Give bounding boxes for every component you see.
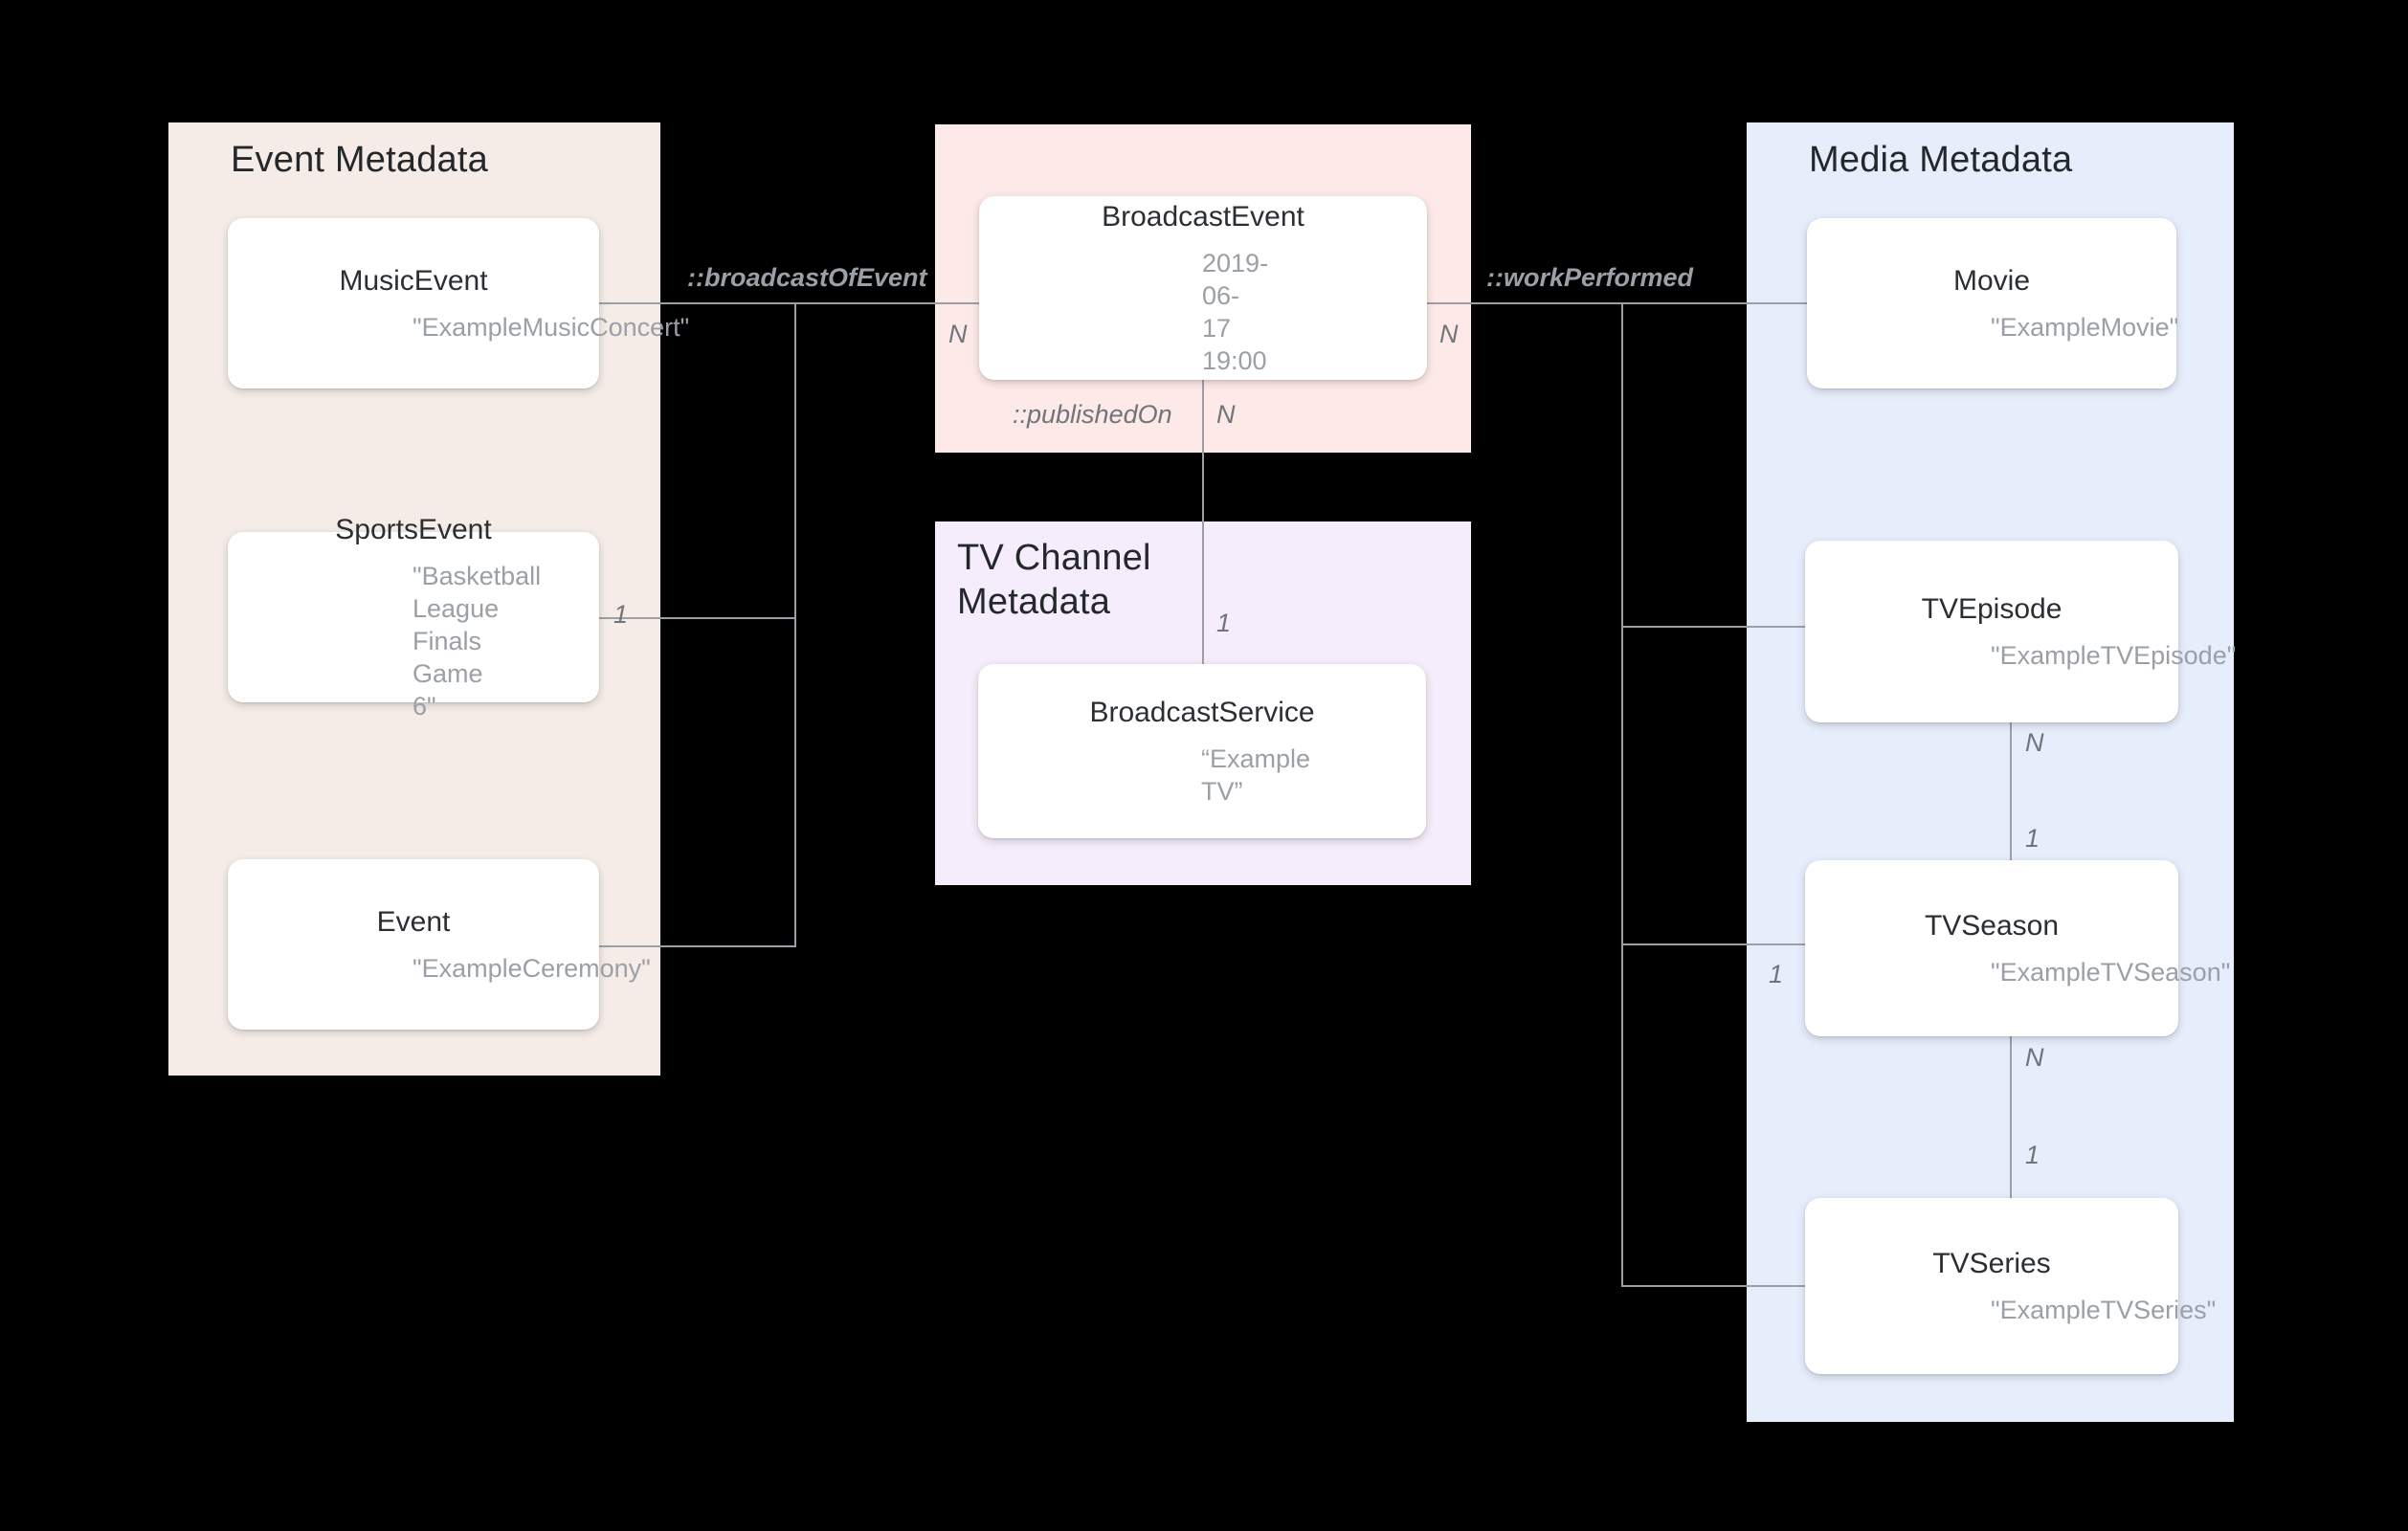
entity-value-tvseries: "ExampleTVSeries" xyxy=(1991,1296,2217,1324)
edge-bus-to-broadcastevent xyxy=(597,302,980,304)
cardinality-tvseason-1-to-bus: 1 xyxy=(1769,960,1784,988)
entity-card-sportsevent[interactable]: SportsEvent "Basketball League Finals Ga… xyxy=(228,514,599,721)
edge-event-group-vertical-bus xyxy=(794,302,796,947)
entity-card-tvepisode[interactable]: TVEpisode "ExampleTVEpisode" xyxy=(1805,541,2237,722)
entity-type-musicevent: MusicEvent xyxy=(339,265,488,297)
cardinality-tvseries-1: 1 xyxy=(2025,1141,2040,1169)
entity-type-broadcastservice: BroadcastService xyxy=(1089,697,1315,728)
edge-label-broadcast-of-event: ::broadcastOfEvent xyxy=(687,263,927,292)
entity-value-musicevent: "ExampleMusicConcert" xyxy=(412,313,690,342)
entity-card-tvseason[interactable]: TVSeason "ExampleTVSeason" xyxy=(1805,860,2231,1036)
edge-tvseason-to-tvseries xyxy=(2010,1035,2012,1227)
cardinality-publishedon-n: N xyxy=(1216,400,1236,429)
group-title-media-metadata: Media Metadata xyxy=(1809,140,2073,180)
entity-card-movie[interactable]: Movie "ExampleMovie" xyxy=(1807,218,2179,388)
group-title-tv-channel-metadata: TV Channel Metadata xyxy=(957,538,1151,622)
entity-type-event: Event xyxy=(376,906,451,938)
entity-card-tvseries[interactable]: TVSeries "ExampleTVSeries" xyxy=(1805,1198,2217,1374)
entity-value-event: "ExampleCeremony" xyxy=(412,954,651,983)
cardinality-broadcastevent-left-n: N xyxy=(948,320,968,348)
entity-value-tvseason: "ExampleTVSeason" xyxy=(1991,958,2231,987)
edge-bus-to-tvseason xyxy=(1621,943,1813,945)
entity-type-sportsevent: SportsEvent xyxy=(335,514,492,545)
entity-card-musicevent[interactable]: MusicEvent "ExampleMusicConcert" xyxy=(228,218,690,388)
edge-media-group-vertical-bus xyxy=(1621,302,1623,1287)
cardinality-tvseason-n: N xyxy=(2025,1043,2044,1072)
entity-value-broadcastservice: “Example TV” xyxy=(1201,744,1311,806)
edge-bus-to-tvepisode xyxy=(1621,626,1813,628)
cardinality-sportsevent-1: 1 xyxy=(613,600,629,629)
entity-card-broadcastevent[interactable]: BroadcastEvent 2019-06-17 19:00 xyxy=(979,196,1427,380)
cardinality-tvseason-1-from-episode: 1 xyxy=(2025,824,2040,853)
edge-broadcastevent-to-media-bus xyxy=(1426,302,1809,304)
entity-type-tvepisode: TVEpisode xyxy=(1921,593,2062,625)
entity-type-tvseason: TVSeason xyxy=(1924,910,2060,942)
edge-bus-to-tvseries xyxy=(1621,1285,1813,1287)
entity-value-sportsevent: "Basketball League Finals Game 6" xyxy=(412,562,542,721)
entity-value-broadcastevent: 2019-06-17 19:00 xyxy=(1202,249,1269,375)
edge-tvepisode-to-tvseason xyxy=(2010,721,2012,913)
entity-value-movie: "ExampleMovie" xyxy=(1991,313,2179,342)
entity-type-broadcastevent: BroadcastEvent xyxy=(1102,201,1304,233)
edge-event-to-bus xyxy=(597,945,796,947)
edge-label-published-on: ::publishedOn xyxy=(1013,400,1172,429)
entity-type-movie: Movie xyxy=(1952,265,2031,297)
edge-bus-to-movie xyxy=(1621,302,1813,304)
entity-card-broadcastservice[interactable]: BroadcastService “Example TV” xyxy=(978,664,1426,838)
cardinality-tvepisode-n: N xyxy=(2025,728,2044,757)
group-title-event-metadata: Event Metadata xyxy=(231,140,488,180)
entity-value-tvepisode: "ExampleTVEpisode" xyxy=(1991,641,2237,670)
entity-type-tvseries: TVSeries xyxy=(1932,1248,2051,1279)
cardinality-broadcastservice-1: 1 xyxy=(1216,609,1232,637)
cardinality-broadcastevent-right-n: N xyxy=(1439,320,1459,348)
edge-sportsevent-to-bus xyxy=(597,617,796,619)
edge-label-work-performed: ::workPerformed xyxy=(1486,263,1694,292)
edge-broadcastevent-to-broadcastservice xyxy=(1202,379,1204,666)
entity-card-event[interactable]: Event "ExampleCeremony" xyxy=(228,859,651,1030)
